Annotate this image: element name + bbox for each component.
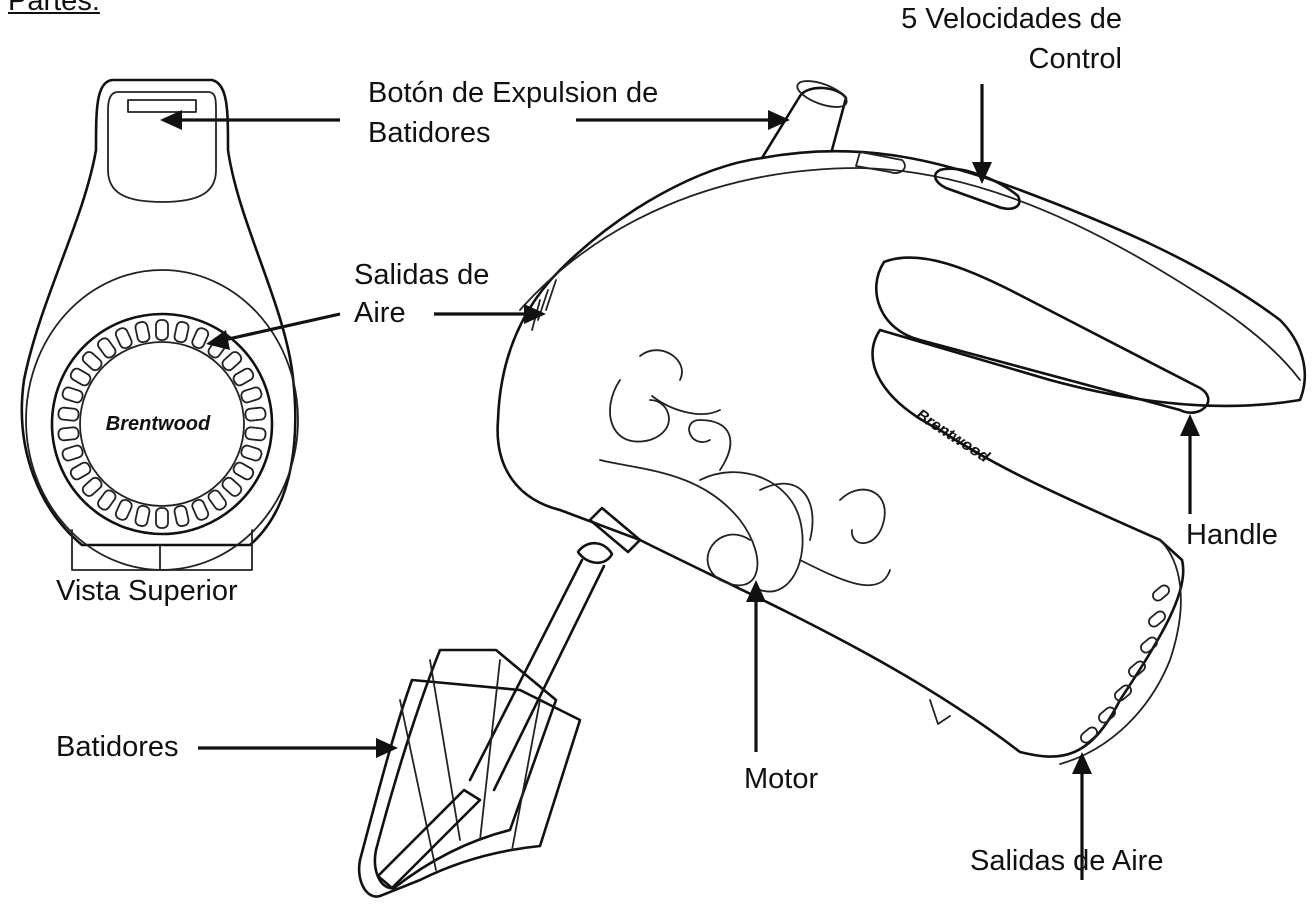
handle-opening-drawing [874,256,1210,414]
top-view-vent-ring [57,319,267,529]
decorative-swirls [599,349,891,593]
top-view-label: Vista Superior [56,575,238,607]
handle-label: Handle [1186,519,1278,551]
rear-vents-drawing [1080,584,1170,744]
top-view-drawing: Brentwood [20,78,299,571]
top-view-brand-logo: Brentwood [106,413,211,435]
speed-control-label-line2: Control [1028,43,1123,75]
motor-label: Motor [744,763,819,795]
eject-button-label-line2: Batidores [368,117,491,149]
side-view-brand-logo: Brentwood [913,406,993,466]
air-vents-bottom-label: Salidas de Aire [970,845,1164,877]
air-vents-top-label-line2: Aire [354,297,406,329]
beaters-label: Batidores [56,731,179,763]
parts-header: Partes: [8,0,100,17]
air-vents-top-label-line1: Salidas de [354,259,490,291]
speed-control-label-line1: 5 Velocidades de [901,3,1122,35]
beaters-drawing [357,648,582,898]
callout-arrows [160,84,1200,880]
eject-button-label-line1: Botón de Expulsion de [368,77,659,109]
mixer-side-drawing: Brentwood [357,80,1307,898]
speed-control-drawing [933,167,1021,210]
